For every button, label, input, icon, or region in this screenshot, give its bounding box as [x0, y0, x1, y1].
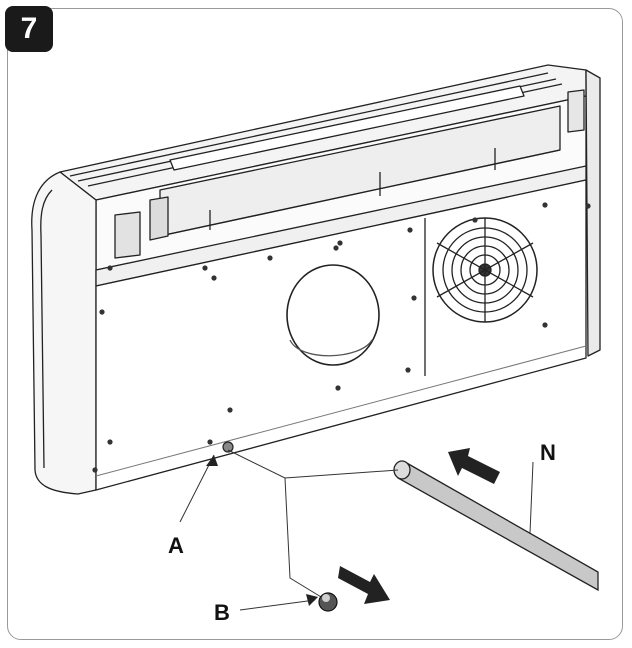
label-b: B — [214, 600, 230, 625]
step-number-badge: 7 — [5, 6, 53, 52]
left-side-panel — [31, 171, 97, 495]
duct-opening — [286, 264, 380, 366]
drain-hose — [393, 460, 599, 592]
right-end-cap — [585, 69, 601, 357]
arrow-head-b — [306, 594, 318, 606]
leader-lines — [179, 449, 534, 611]
insert-direction-arrow — [448, 448, 500, 484]
label-a: A — [168, 533, 184, 558]
remove-direction-arrow — [338, 566, 390, 604]
label-n: N — [540, 440, 556, 465]
arrow-head-a — [206, 455, 218, 466]
upper-chamber — [95, 89, 587, 271]
figure-frame — [7, 8, 623, 640]
drain-plug — [318, 592, 338, 612]
panel-screws — [92, 202, 591, 473]
drain-port — [222, 441, 234, 453]
fan-grille — [432, 217, 538, 323]
top-grille — [59, 64, 587, 201]
